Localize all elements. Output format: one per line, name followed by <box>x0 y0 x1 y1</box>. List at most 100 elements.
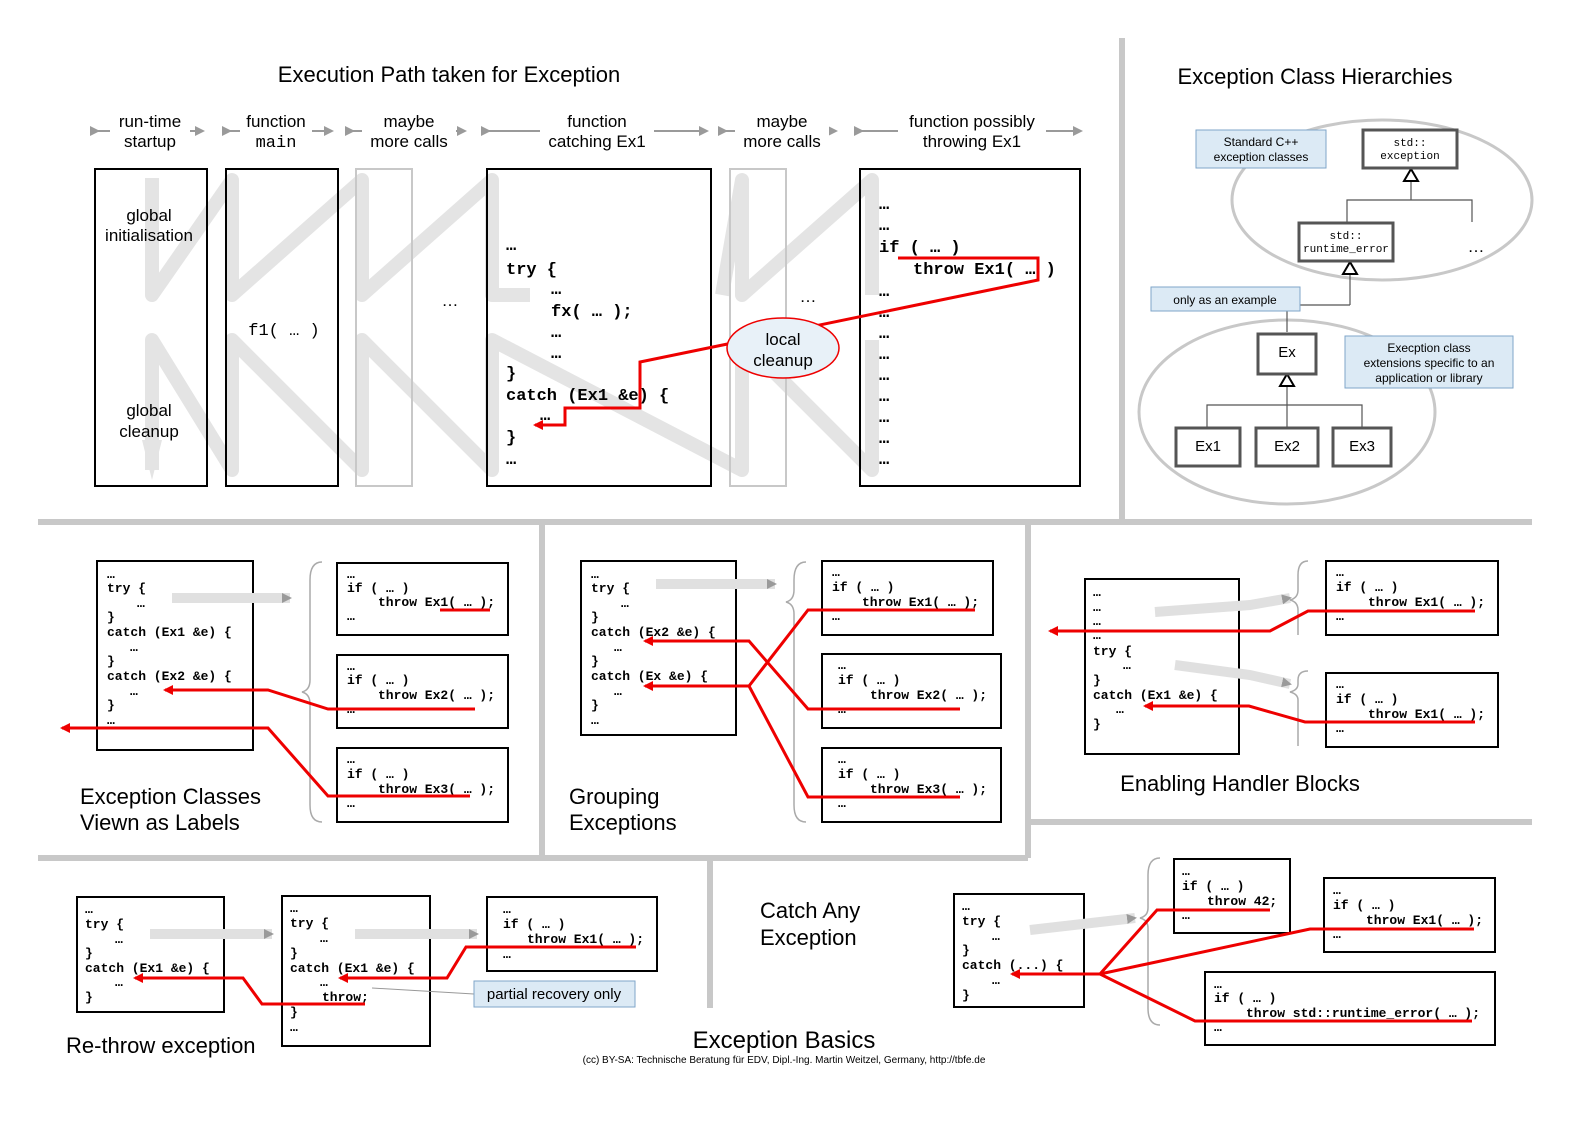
brace <box>785 561 807 823</box>
rethrow-mid-box <box>281 895 431 1047</box>
code-line: … <box>503 947 511 962</box>
handler-blocks-title: Enabling Handler Blocks <box>1120 771 1360 796</box>
code-line: … <box>506 451 516 470</box>
code-line: if ( … ) <box>1336 692 1398 707</box>
catcher-code: … try { … fx( … ); … … } catch (Ex1 &e) … <box>506 237 669 470</box>
global-init-line1: global <box>126 206 171 225</box>
code-line: } <box>290 1005 298 1020</box>
column-headers: run-time startup function main maybe mor… <box>110 110 1046 153</box>
code-line: … <box>614 640 622 655</box>
grouping-main-box <box>580 560 737 736</box>
code-line: if ( … ) <box>879 239 961 258</box>
partial-recovery-text: partial recovery only <box>487 986 622 1003</box>
code-line: throw Ex1( … ); <box>1368 595 1485 610</box>
col-header-2-line2: main <box>256 134 297 153</box>
catch-any-title-line2: Exception <box>760 925 857 950</box>
exception-path <box>533 256 1040 430</box>
brace <box>1139 857 1161 1026</box>
handler-throw-box-2 <box>1325 672 1499 748</box>
code-line: } <box>107 698 115 713</box>
code-line: … <box>551 281 561 300</box>
note-standard-line1: Standard C++ <box>1224 135 1299 149</box>
local-cleanup-oval <box>726 317 840 379</box>
labels-throw-box-1 <box>336 562 509 636</box>
code-line: throw Ex3( … ); <box>870 782 987 797</box>
call-arrow <box>1154 593 1292 617</box>
code-line: … <box>347 752 355 767</box>
code-line: catch (...) { <box>962 958 1063 973</box>
code-line: … <box>838 752 846 767</box>
col-header-4-line1: function <box>567 112 627 131</box>
code-line: … <box>1336 565 1344 580</box>
local-cleanup-line1: local <box>766 330 801 349</box>
rethrow-section: … try { … } catch (Ex1 &e) { … } … try {… <box>66 895 658 1058</box>
runtime-startup-box <box>94 168 208 487</box>
ellipsis-between-1: … <box>442 291 459 310</box>
local-cleanup-line2: cleanup <box>753 351 813 370</box>
code-line: throw Ex2( … ); <box>378 688 495 703</box>
std-classes-group <box>1230 118 1534 282</box>
code-line: throw; <box>322 990 369 1005</box>
footer-credit: (cc) BY-SA: Technische Beratung für EDV,… <box>583 1055 986 1066</box>
code-line: … <box>832 565 840 580</box>
code-line: throw 42; <box>1207 894 1277 909</box>
more-calls-box-1 <box>355 168 413 487</box>
code-line: } <box>290 946 298 961</box>
code-line: … <box>879 196 889 215</box>
code-line: throw Ex2( … ); <box>870 688 987 703</box>
inherit-triangle-2 <box>1341 260 1359 275</box>
labels-throw-box-2 <box>336 654 509 729</box>
col-header-1-line1: run-time <box>119 112 181 131</box>
grouping-throw-box-2 <box>821 653 1002 729</box>
code-line: throw Ex1( … ); <box>1366 913 1483 928</box>
catch-any-main-box <box>953 893 1085 1008</box>
code-line: if ( … ) <box>347 767 409 782</box>
handler-throw-box-1 <box>1325 560 1499 636</box>
throw-path-3 <box>747 685 960 799</box>
code-line: … <box>1116 702 1124 717</box>
code-line: } <box>506 429 516 448</box>
code-line: … <box>506 237 516 256</box>
code-line: … <box>1093 628 1101 643</box>
code-line: catch (Ex1 &e) { <box>506 387 669 406</box>
code-line: … <box>1214 977 1222 992</box>
code-line: … <box>621 596 629 611</box>
f1-call: f1( … ) <box>248 322 319 341</box>
call-arrow <box>1029 913 1137 935</box>
code-line: throw std::runtime_error( … ); <box>1246 1006 1480 1021</box>
code-line: if ( … ) <box>503 917 565 932</box>
grouping-throw-box-3 <box>821 747 1002 823</box>
code-line: } <box>962 988 970 1003</box>
brace <box>1289 670 1309 746</box>
throw-path-2 <box>1143 701 1475 724</box>
code-line: … <box>503 902 511 917</box>
std-runtime-line2: runtime_error <box>1303 244 1389 256</box>
note-example <box>1150 286 1301 312</box>
execution-path-title: Execution Path taken for Exception <box>278 62 620 87</box>
code-line: … <box>347 796 355 811</box>
ex1-class <box>1174 426 1242 468</box>
code-line: … <box>107 567 115 582</box>
grouping-throw-box-1 <box>821 560 994 636</box>
code-line: catch (Ex1 &e) { <box>85 961 210 976</box>
code-line: throw Ex1( … ); <box>378 595 495 610</box>
ellipsis-between-2: … <box>800 287 817 306</box>
code-line: … <box>879 430 889 449</box>
global-init-line2: initialisation <box>105 226 193 245</box>
note-standard-line2: exception classes <box>1214 150 1309 164</box>
throw-path-inner <box>338 945 636 983</box>
main-function-box <box>225 168 339 487</box>
code-line: if ( … ) <box>1336 580 1398 595</box>
inherit-triangle-1 <box>1402 167 1420 182</box>
code-line: if ( … ) <box>838 767 900 782</box>
col-header-4-line2: catching Ex1 <box>548 132 645 151</box>
brace <box>1289 560 1309 635</box>
code-line: throw Ex3( … ); <box>378 782 495 797</box>
code-line: } <box>85 990 93 1005</box>
handler-main-box <box>1084 578 1240 755</box>
std-exception-line2: exception <box>1380 151 1439 163</box>
code-line: if ( … ) <box>1333 898 1395 913</box>
code-line: … <box>1336 677 1344 692</box>
code-line: … <box>1093 600 1101 615</box>
